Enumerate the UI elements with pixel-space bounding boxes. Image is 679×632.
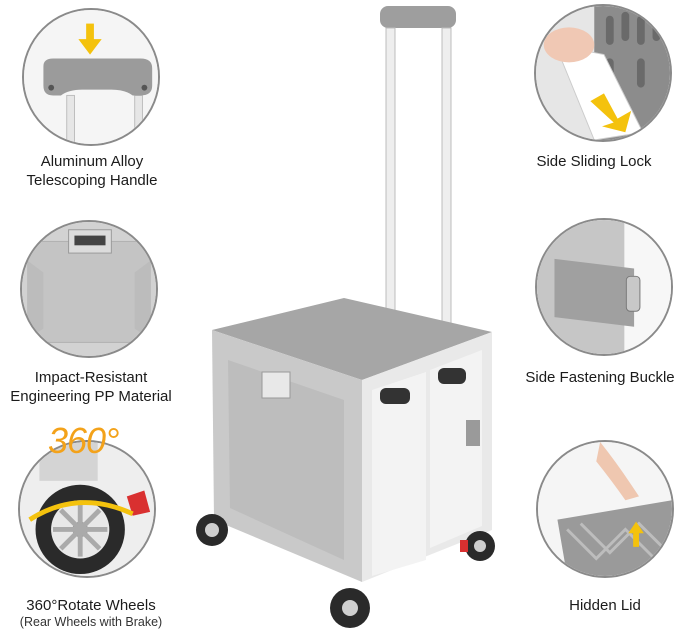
buckle-caption: Side Fastening Buckle [525,369,675,386]
wheels-caption: 360°Rotate Wheels (Rear Wheels with Brak… [2,596,180,630]
buckle-detail-image [537,220,671,354]
down-arrow-icon [78,23,102,55]
rotation-badge: 360° [48,420,119,461]
cart-wheels [196,514,495,628]
handle-caption: Aluminum Alloy Telescoping Handle [26,153,158,189]
material-detail-image [22,222,156,356]
lid-detail-circle [536,440,674,578]
wheels-label: 360°Rotate Wheels [26,597,156,614]
cart-lid [212,298,492,380]
lock-detail-image [536,6,670,140]
wheels-sublabel: (Rear Wheels with Brake) [19,615,163,629]
buckle-detail-circle [535,218,673,356]
folding-cart-image [196,6,495,628]
material-detail-circle [20,220,158,358]
up-arrow-icon [628,521,644,547]
lock-detail-circle [534,4,672,142]
lid-caption: Hidden Lid [569,597,641,614]
wheels-detail-circle [18,440,156,578]
wheels-detail-image [20,442,154,576]
rotation-arrow-icon [28,500,134,522]
material-caption: Impact-Resistant Engineering PP Material [10,369,172,405]
telescoping-handle [380,6,456,329]
lid-detail-image [538,442,672,576]
lock-caption: Side Sliding Lock [536,153,652,170]
handle-detail-image [24,10,158,144]
yellow-arrow-icon [590,93,632,133]
handle-detail-circle [22,8,160,146]
